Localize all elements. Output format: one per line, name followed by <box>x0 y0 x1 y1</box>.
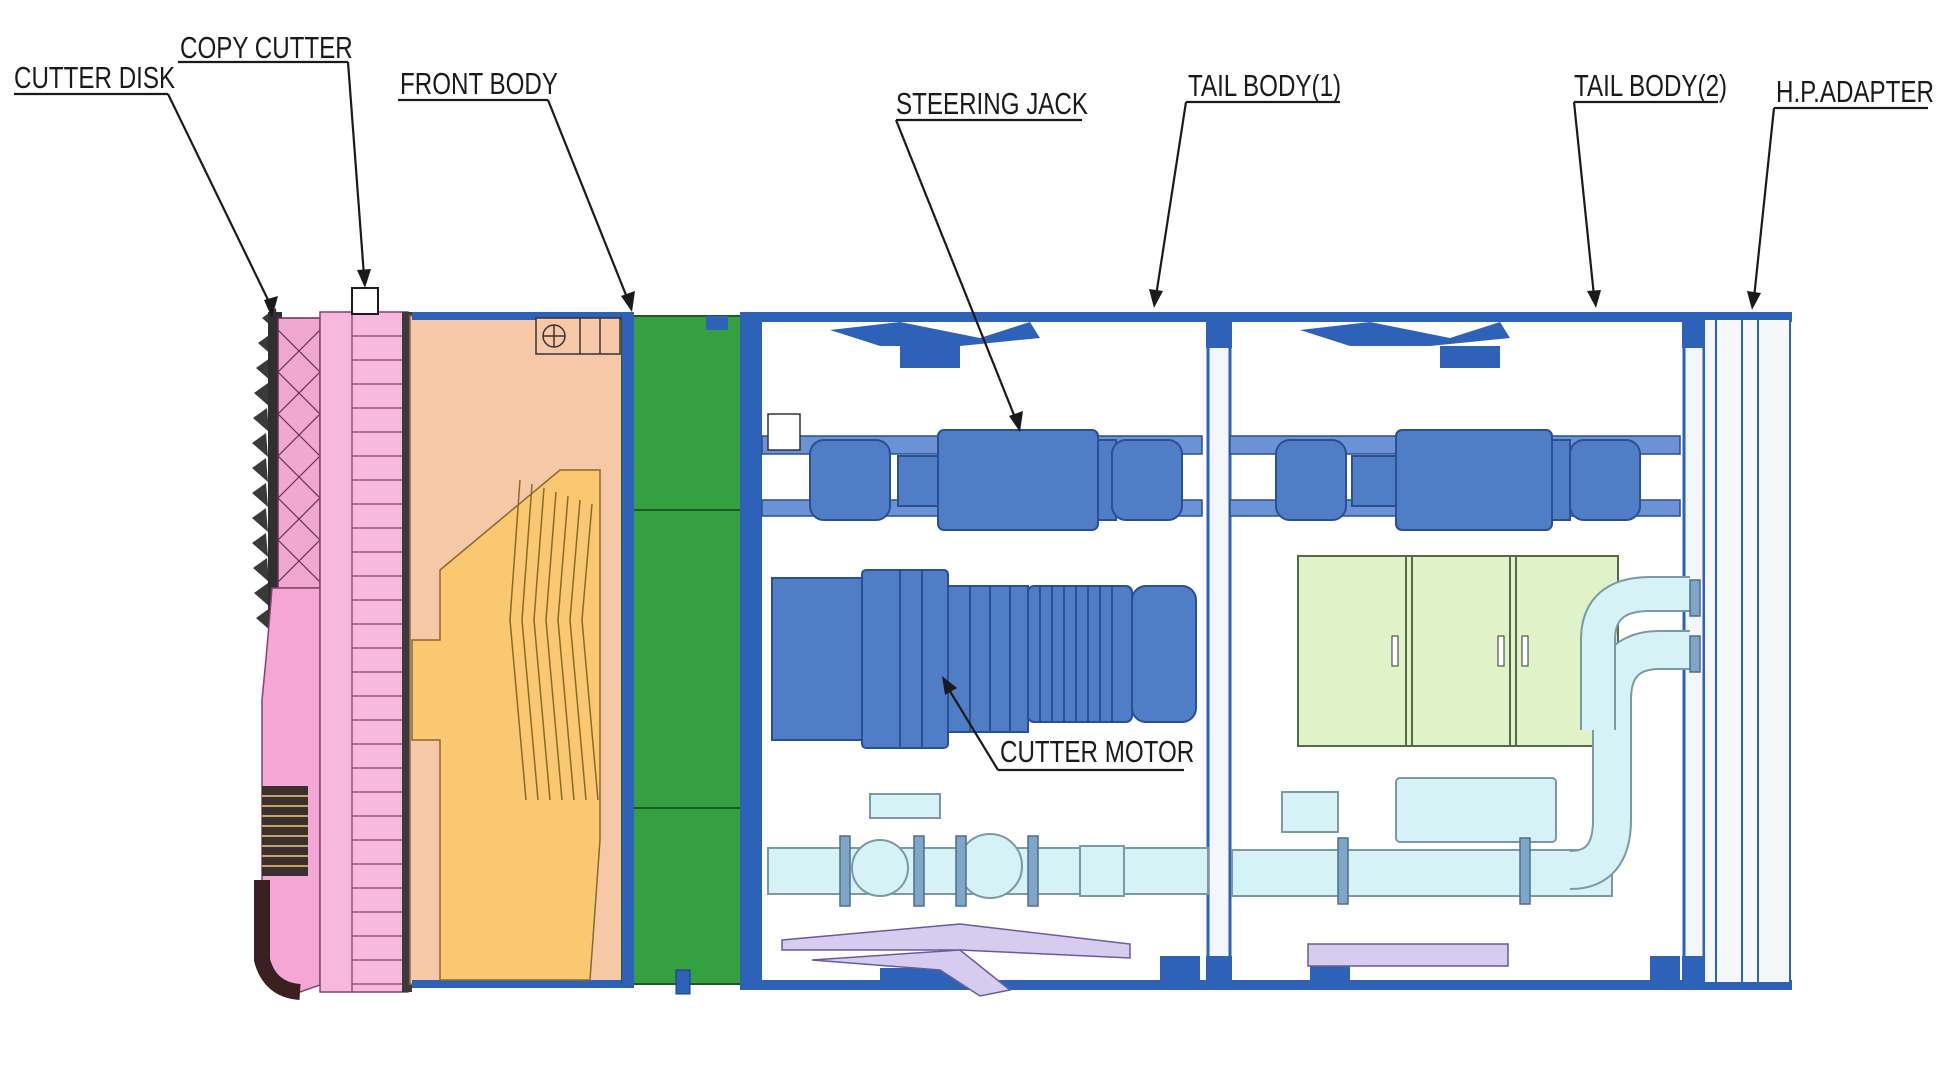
cutter-disk <box>252 308 412 1000</box>
lower-jacks <box>781 923 1509 997</box>
label-steering-jack: STEERING JACK <box>896 86 1088 121</box>
label-tail-body-1: TAIL BODY(1) <box>1188 68 1341 103</box>
label-hp-adapter: H.P.ADAPTER <box>1776 74 1934 109</box>
control-panel <box>1297 555 1619 747</box>
hp-adapter <box>1703 312 1792 990</box>
label-tail-body-2: TAIL BODY(2) <box>1574 68 1727 103</box>
tail-shell <box>740 312 1792 990</box>
front-body-gauge-box <box>535 317 621 355</box>
steering-jack-1 <box>809 429 1183 531</box>
cutter-bit-block <box>262 786 308 876</box>
label-front-body: FRONT BODY <box>400 66 558 101</box>
cutter-bit-curve <box>254 880 301 1000</box>
labels: CUTTER DISK COPY CUTTER FRONT BODY STEER… <box>14 30 1934 769</box>
panel-handle-1 <box>1391 635 1399 667</box>
label-cutter-disk: CUTTER DISK <box>14 60 176 95</box>
bulkhead <box>621 312 761 995</box>
tail-partition-1 <box>1206 320 1232 982</box>
slurry-piping <box>767 576 1701 907</box>
cutter-motor <box>771 569 1197 749</box>
leader-lines <box>14 60 1928 772</box>
gearbox-cone <box>411 469 601 981</box>
steering-jacks <box>761 413 1681 531</box>
label-cutter-motor: CUTTER MOTOR <box>1000 734 1194 769</box>
panel-handle-2 <box>1497 635 1505 667</box>
cutter-hatch-panel <box>277 317 321 589</box>
steering-jack-2 <box>1275 429 1641 531</box>
copy-cutter <box>351 287 379 315</box>
cutter-spokes <box>319 311 409 993</box>
label-copy-cutter: COPY CUTTER <box>180 30 353 65</box>
front-body <box>409 312 623 988</box>
panel-handle-3 <box>1521 635 1529 667</box>
